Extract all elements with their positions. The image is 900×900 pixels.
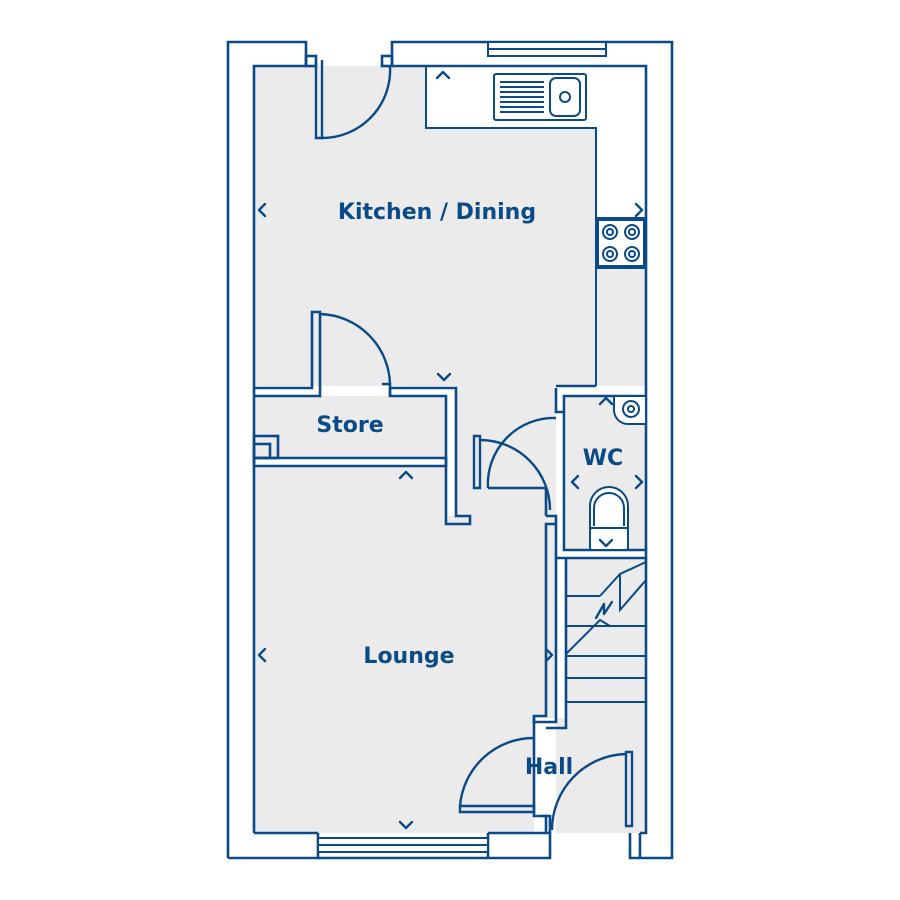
kitchen-back-door	[304, 54, 394, 140]
basin-icon	[613, 395, 647, 425]
lounge-floor	[254, 466, 556, 833]
hall-label: Hall	[525, 755, 573, 780]
front-door	[550, 750, 634, 831]
dimension-marker-icon	[257, 70, 644, 830]
hall-lounge-door	[458, 736, 536, 814]
kitchen-dining-label: Kitchen / Dining	[338, 200, 536, 225]
toilet-icon	[589, 486, 629, 551]
interior-walls	[252, 66, 646, 833]
sink-icon	[493, 73, 587, 121]
stairs-icon	[565, 561, 647, 703]
hob-icon	[597, 219, 645, 267]
wc-door	[486, 416, 557, 489]
store-door	[319, 312, 392, 396]
outer-walls	[226, 40, 674, 860]
store-floor	[254, 396, 446, 458]
lounge-door	[472, 434, 552, 511]
window-bottom	[317, 837, 489, 853]
windows	[317, 41, 607, 853]
wc-label: WC	[583, 446, 623, 471]
lounge-label: Lounge	[363, 644, 454, 669]
store-label: Store	[316, 413, 383, 438]
doors	[304, 54, 634, 831]
window-top	[487, 41, 607, 57]
kitchen-floor	[254, 66, 596, 548]
